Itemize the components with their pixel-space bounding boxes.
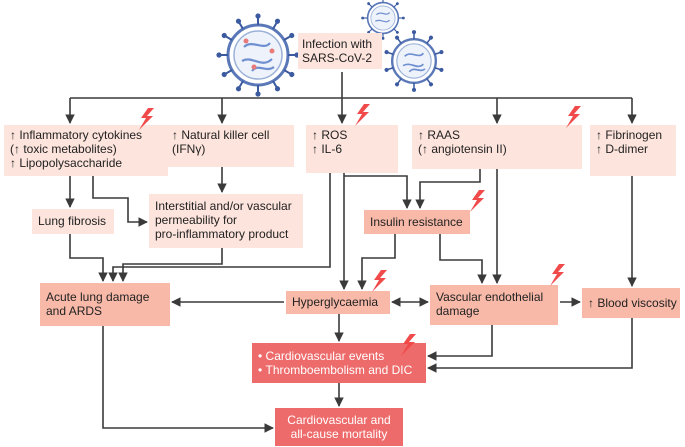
hyperglycaemia-text: Hyperglycaemia — [292, 295, 379, 309]
nk-line-2: (IFNγ) — [172, 142, 206, 156]
insulin-text: Insulin resistance — [370, 215, 463, 229]
mortality-line-1: Cardiovascular and — [287, 413, 391, 427]
lightning-icon — [139, 108, 154, 130]
arrow-raas-to-insulin — [415, 169, 481, 209]
arrow-viscosity-to-cv — [427, 318, 633, 373]
arrow-fibrosis-to-acute — [69, 234, 108, 282]
ros-line-2: ↑ IL-6 — [312, 142, 343, 156]
lightning-icon — [550, 264, 565, 286]
acute-line-1: Acute lung damage — [46, 290, 150, 304]
insulin-resistance-box: Insulin resistance — [364, 210, 470, 234]
interstitial-line-1: Interstitial and/or vascular — [155, 199, 292, 213]
arrow-insulin-to-hyperglycaemia — [357, 234, 396, 290]
lightning-icon — [401, 334, 416, 356]
cv-events-line-1: Cardiovascular events — [258, 349, 420, 363]
arrow-ros-to-insulin — [344, 175, 412, 209]
interstitial-box: Interstitial and/or vascular permeabilit… — [149, 194, 303, 248]
lung-fibrosis-text: Lung fibrosis — [38, 214, 107, 228]
lightning-icon — [372, 270, 387, 292]
arrow-insulin-to-vascular — [439, 234, 487, 284]
inflammatory-line-1: ↑ Inflammatory cytokines — [10, 128, 143, 142]
interstitial-line-3: pro-inflammatory product — [155, 227, 289, 241]
ros-line-1: ↑ ROS — [312, 128, 348, 142]
nk-cell-box: ↑ Natural killer cell (IFNγ) — [166, 125, 294, 167]
infection-label: Infection with SARS-CoV-2 — [298, 33, 382, 69]
vascular-line-1: Vascular endothelial — [436, 290, 544, 304]
hyperglycaemia-box: Hyperglycaemia — [286, 291, 390, 314]
inflammatory-line-2: (↑ toxic metabolites) — [10, 142, 117, 156]
fibrinogen-box: ↑ Fibrinogen ↑ D-dimer — [590, 125, 676, 176]
arrow-vascular-to-cv — [427, 325, 493, 361]
arrow-interstitial-to-acute — [118, 248, 223, 282]
mortality-line-2: all-cause mortality — [290, 427, 388, 441]
vascular-damage-box: Vascular endothelial damage — [430, 285, 558, 325]
mortality-box: Cardiovascular and all-cause mortality — [275, 408, 403, 446]
infection-line-1: Infection with — [302, 37, 373, 51]
virus-icon — [360, 0, 406, 41]
lightning-icon — [566, 106, 581, 128]
blood-viscosity-box: ↑ Blood viscosity — [582, 288, 680, 318]
vascular-line-2: damage — [436, 304, 480, 318]
raas-box: ↑ RAAS (↑ angiotensin II) — [412, 125, 582, 169]
fibrinogen-line-1: ↑ Fibrinogen — [596, 128, 663, 142]
ros-box: ↑ ROS ↑ IL-6 — [306, 125, 398, 173]
virus-icon — [383, 29, 445, 93]
cv-events-line-2: Thromboembolism and DIC — [258, 363, 420, 377]
arrow-acute-to-mortality — [102, 326, 274, 433]
inflammatory-line-3: ↑ Lipopolysaccharide — [10, 156, 123, 170]
virus-icon — [215, 12, 301, 98]
viscosity-text: ↑ Blood viscosity — [588, 296, 677, 310]
infection-line-2: SARS-CoV-2 — [302, 51, 373, 65]
inflammatory-box: ↑ Inflammatory cytokines (↑ toxic metabo… — [4, 125, 168, 176]
lightning-icon — [470, 190, 485, 212]
nk-line-1: ↑ Natural killer cell — [172, 128, 270, 142]
lightning-icon — [355, 104, 370, 126]
arrow-inflammatory-to-interstitial — [92, 176, 148, 227]
lung-fibrosis-box: Lung fibrosis — [32, 209, 114, 234]
acute-line-2: and ARDS — [46, 304, 103, 318]
cardiovascular-events-box: Cardiovascular events Thromboembolism an… — [252, 343, 426, 383]
arrow-ros-to-acute — [108, 173, 331, 282]
acute-lung-box: Acute lung damage and ARDS — [40, 283, 170, 326]
raas-line-1: ↑ RAAS — [418, 128, 461, 142]
fibrinogen-line-2: ↑ D-dimer — [596, 142, 649, 156]
raas-line-2: (↑ angiotensin II) — [418, 142, 507, 156]
interstitial-line-2: permeability for — [155, 213, 238, 227]
